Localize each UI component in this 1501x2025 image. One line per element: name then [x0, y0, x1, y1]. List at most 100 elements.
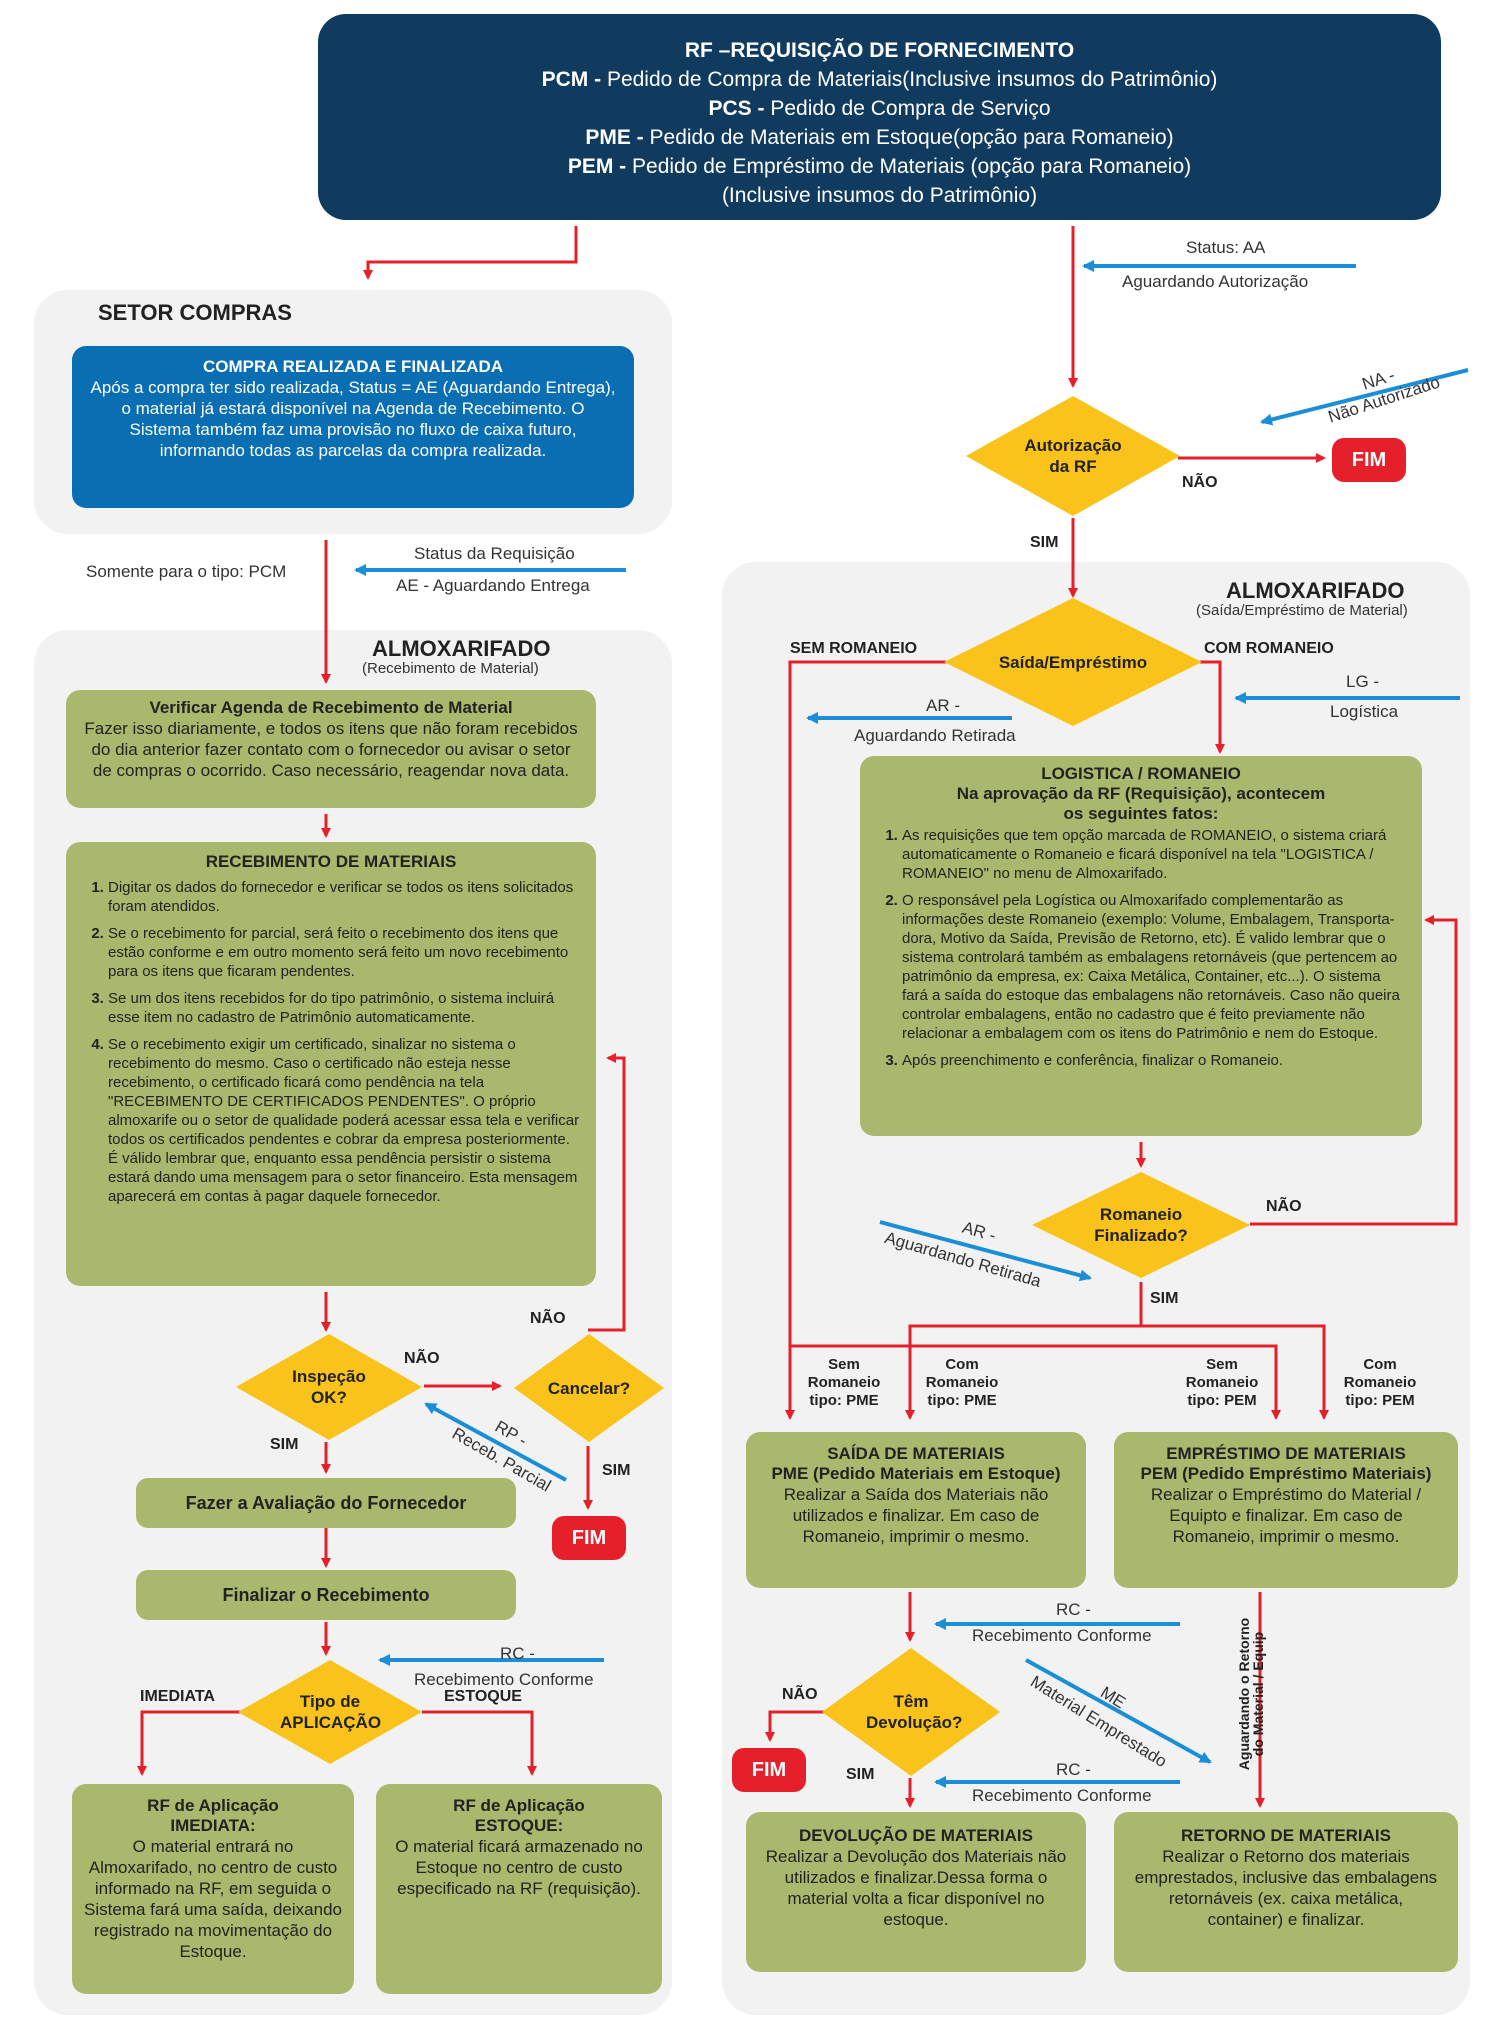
compra-realizada-text: Após a compra ter sido realizada, Status… — [90, 378, 616, 460]
logistica-list: As requisições que tem opção marcada de … — [874, 826, 1408, 1070]
lg-label: LG - — [1346, 672, 1380, 691]
tipo-aplicacao-label: Tipo de APLICAÇÃO — [280, 1692, 382, 1732]
retorno-text: Realizar o Retorno dos materiais emprest… — [1134, 1847, 1438, 1929]
autorizacao-nao-label: NÃO — [1182, 474, 1218, 491]
cancelar-label: Cancelar? — [547, 1378, 631, 1398]
emprestimo-materiais-box: EMPRÉSTIMO DE MATERIAIS PEM (Pedido Empr… — [1114, 1432, 1458, 1588]
header-box: RF –REQUISIÇÃO DE FORNECIMENTO PCM - Ped… — [318, 14, 1441, 220]
pem-text2: (Inclusive insumos do Patrimônio) — [721, 184, 1038, 207]
agenda-text: Fazer isso diariamente, e todos os itens… — [84, 719, 578, 780]
emprestimo-subtitle: PEM (Pedido Empréstimo Materiais) — [1140, 1464, 1432, 1483]
logistica-item: O responsável pela Logística ou Almoxari… — [902, 891, 1408, 1043]
agenda-box: Verificar Agenda de Recebimento de Mater… — [66, 690, 596, 808]
recebimento-item: Se o recebimento for parcial, será feito… — [108, 924, 582, 981]
recebimento-list: Digitar os dados do fornecedor e verific… — [80, 878, 582, 1206]
saida-emprestimo-label: Saída/Empréstimo — [998, 652, 1148, 672]
finalizar-recebimento-box: Finalizar o Recebimento — [136, 1570, 516, 1620]
inspecao-sim-label: SIM — [270, 1436, 299, 1453]
devolucao-sim-label: SIM — [846, 1766, 875, 1783]
pcs-text: Pedido de Compra de Serviço — [764, 97, 1051, 120]
saida-materiais-box: SAÍDA DE MATERIAIS PME (Pedido Materiais… — [746, 1432, 1086, 1588]
recebimento-box: RECEBIMENTO DE MATERIAIS Digitar os dado… — [66, 842, 596, 1286]
saida-subtitle: PME (Pedido Materiais em Estoque) — [771, 1464, 1061, 1483]
agenda-title: Verificar Agenda de Recebimento de Mater… — [149, 698, 513, 717]
logistica-item: As requisições que tem opção marcada de … — [902, 826, 1408, 883]
com-romaneio-label: COM ROMANEIO — [1204, 640, 1334, 657]
cancelar-sim-label: SIM — [602, 1462, 631, 1479]
pme-code: PME - — [585, 126, 644, 149]
sem-romaneio-label: SEM ROMANEIO — [790, 640, 918, 657]
autorizacao-diamond: Autorização da RF — [966, 396, 1180, 516]
almox-right-title: ALMOXARIFADO — [1226, 578, 1405, 603]
receb-conforme-1: Recebimento Conforme — [972, 1626, 1152, 1645]
recebimento-item: Se o recebimento exigir um certificado, … — [108, 1035, 582, 1206]
pem-text: Pedido de Empréstimo de Materiais (opção… — [626, 155, 1192, 178]
devolucao-nao-label: NÃO — [782, 1686, 818, 1703]
almox-left-subtitle: (Recebimento de Material) — [362, 660, 539, 677]
pcm-text: Pedido de Compra de Materiais(Inclusive … — [601, 68, 1218, 91]
romaneio-finalizado-diamond: Romaneio Finalizado? — [1032, 1172, 1250, 1278]
saida-emprestimo-diamond: Saída/Empréstimo — [944, 598, 1202, 726]
aguardando-retirada-top: Aguardando Retirada — [854, 726, 1016, 745]
rf-estoque-text: O material ficará armazenado no Estoque … — [395, 1837, 643, 1898]
logistica-title: LOGISTICA / ROMANEIO — [1041, 764, 1241, 783]
emprestimo-text: Realizar o Empréstimo do Material / Equi… — [1150, 1485, 1422, 1546]
almox-left-title: ALMOXARIFADO — [372, 636, 551, 661]
logistica-romaneio-box: LOGISTICA / ROMANEIO Na aprovação da RF … — [860, 756, 1422, 1136]
rf-imediata-title: RF de Aplicação IMEDIATA: — [147, 1796, 279, 1835]
rf-imediata-text: O material entrará no Almoxarifado, no c… — [84, 1837, 342, 1961]
retorno-title: RETORNO DE MATERIAIS — [1181, 1826, 1391, 1845]
autorizacao-label: Autorização da RF — [1024, 436, 1122, 476]
fim-autorizacao: FIM — [1332, 438, 1406, 482]
rc-label-1: RC - — [1056, 1600, 1091, 1619]
diamond-shape — [1032, 1172, 1250, 1278]
logistica-subtitle-2: os seguintes fatos: — [1063, 804, 1219, 823]
aguardando-autorizacao-label: Aguardando Autorização — [1122, 272, 1309, 291]
estoque-label: ESTOQUE — [444, 1688, 522, 1705]
cancelar-nao-label: NÃO — [530, 1310, 566, 1327]
diamond-shape — [236, 1334, 422, 1440]
almox-right-subtitle: (Saída/Empréstimo de Material) — [1196, 602, 1408, 619]
compra-realizada-box: COMPRA REALIZADA E FINALIZADA Após a com… — [72, 346, 634, 508]
status-requisicao-label: Status da Requisição — [414, 544, 575, 563]
saida-title: SAÍDA DE MATERIAIS — [827, 1444, 1005, 1463]
romaneio-nao-label: NÃO — [1266, 1198, 1302, 1215]
rc-label-2: RC - — [1056, 1760, 1091, 1779]
devolucao-text: Realizar a Devolução dos Materiais não u… — [765, 1847, 1067, 1929]
imediata-label: IMEDIATA — [140, 1688, 215, 1705]
devolucao-materiais-box: DEVOLUÇÃO DE MATERIAIS Realizar a Devolu… — [746, 1812, 1086, 1972]
logistica-subtitle-1: Na aprovação da RF (Requisição), acontec… — [956, 784, 1326, 803]
pcs-code: PCS - — [708, 97, 765, 120]
diamond-shape — [238, 1660, 422, 1764]
rf-estoque-box: RF de Aplicação ESTOQUE: O material fica… — [376, 1784, 662, 1994]
pcm-code: PCM - — [541, 68, 602, 91]
diamond-shape — [944, 598, 1202, 726]
diamond-shape — [514, 1334, 664, 1442]
logistica-label: Logística — [1330, 702, 1399, 721]
retorno-materiais-box: RETORNO DE MATERIAIS Realizar o Retorno … — [1114, 1812, 1458, 1972]
compra-realizada-title: COMPRA REALIZADA E FINALIZADA — [203, 357, 503, 376]
rf-estoque-title: RF de Aplicação ESTOQUE: — [453, 1796, 585, 1835]
saida-text: Realizar a Saída dos Materiais não utili… — [783, 1485, 1049, 1546]
status-aa-label: Status: AA — [1186, 238, 1266, 257]
avaliacao-fornecedor-box: Fazer a Avaliação do Fornecedor — [136, 1478, 516, 1528]
logistica-item: Após preenchimento e conferência, finali… — [902, 1051, 1408, 1070]
emprestimo-title: EMPRÉSTIMO DE MATERIAIS — [1166, 1444, 1406, 1463]
inspecao-nao-label: NÃO — [404, 1350, 440, 1367]
inspecao-label: Inspeção OK? — [292, 1367, 366, 1407]
tem-devolucao-label: Têm Devolução? — [866, 1692, 963, 1732]
pme-text: Pedido de Materiais em Estoque(opção par… — [643, 126, 1174, 149]
romaneio-sim-label: SIM — [1150, 1290, 1179, 1307]
cancelar-diamond: Cancelar? — [514, 1334, 664, 1442]
devolucao-title: DEVOLUÇÃO DE MATERIAIS — [799, 1826, 1033, 1845]
fim-cancelar: FIM — [552, 1516, 626, 1560]
tipo-aplicacao-diamond: Tipo de APLICAÇÃO — [238, 1660, 422, 1764]
romaneio-finalizado-label: Romaneio Finalizado? — [1094, 1205, 1188, 1245]
ae-label: AE - Aguardando Entrega — [396, 576, 590, 595]
setor-compras-title: SETOR COMPRAS — [98, 300, 292, 325]
header-title: RF –REQUISIÇÃO DE FORNECIMENTO — [684, 39, 1075, 62]
receb-conforme-left: Recebimento Conforme — [414, 1670, 594, 1689]
